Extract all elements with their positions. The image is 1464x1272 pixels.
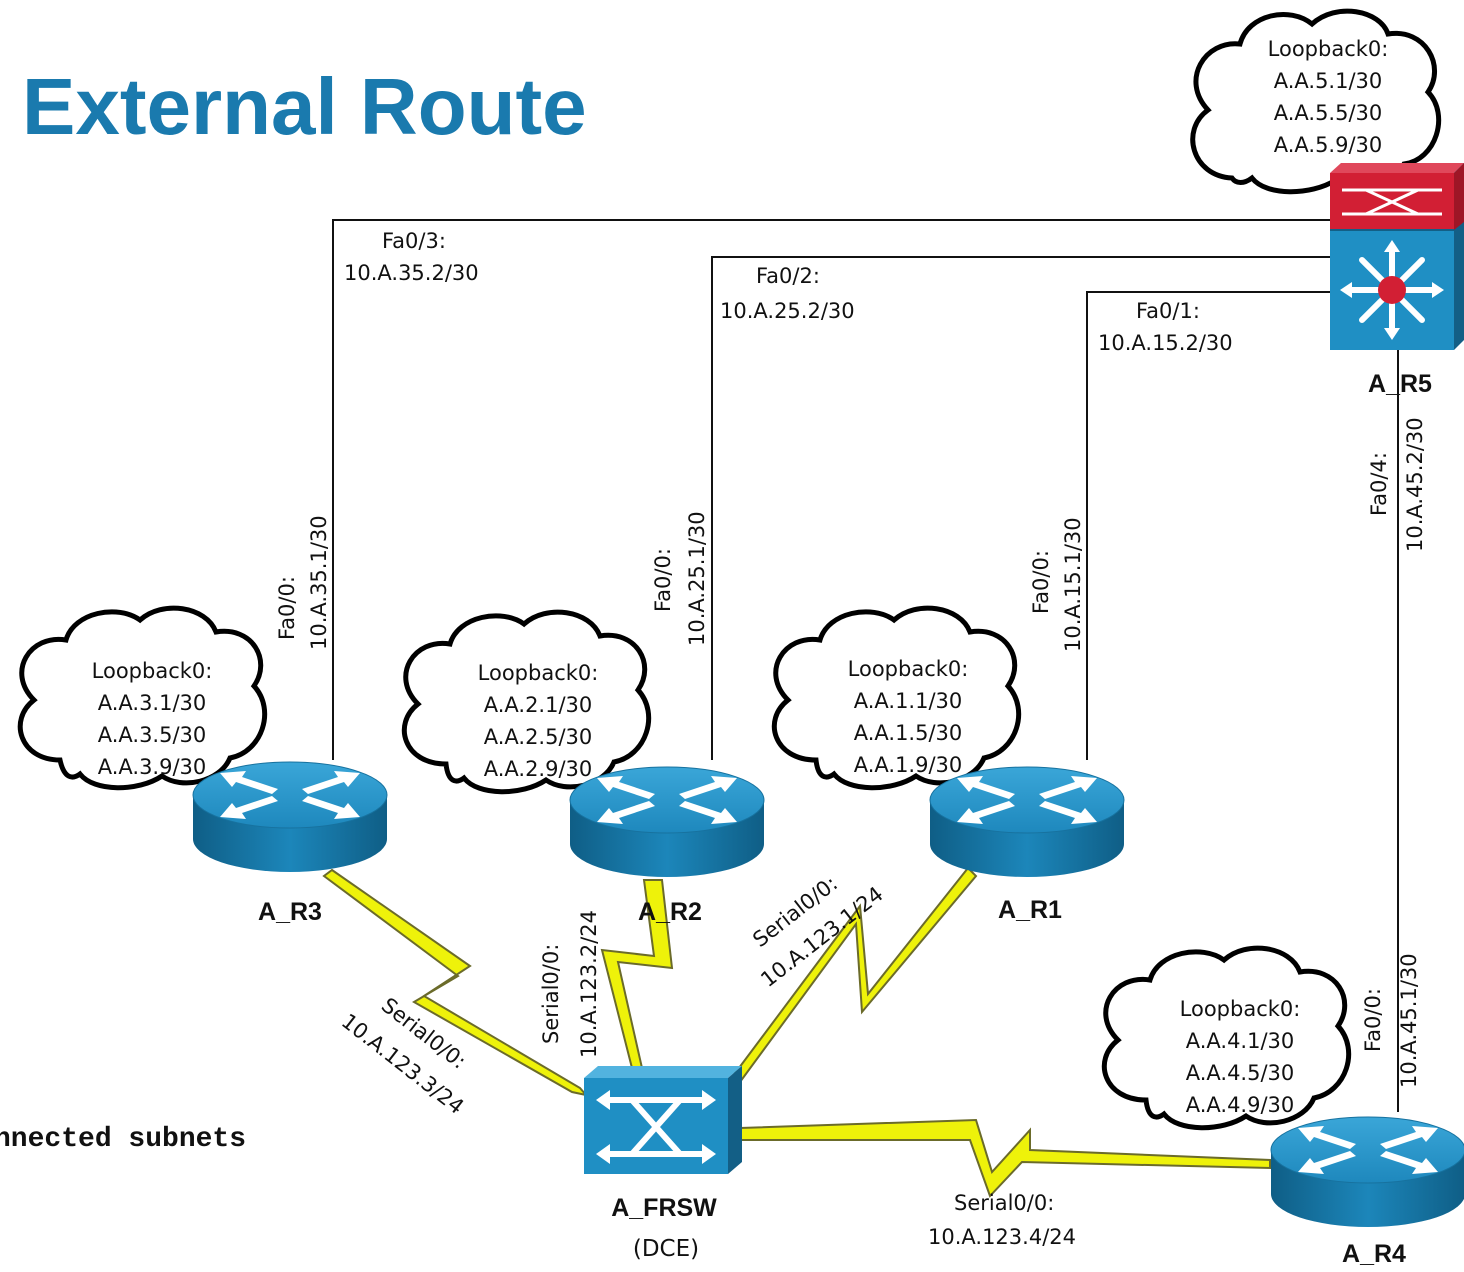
multilayer-switch-icon bbox=[1330, 163, 1464, 350]
device-label-frsw: A_FRSW bbox=[611, 1194, 717, 1222]
r3-loopback-line-2: A.A.3.1/30 bbox=[98, 691, 207, 715]
device-sublabel-frsw: (DCE) bbox=[633, 1236, 699, 1262]
link-r5-r1 bbox=[1086, 291, 1330, 760]
r1-loopback-line-4: A.A.1.9/30 bbox=[854, 753, 963, 777]
loopback-cloud-r2: Loopback0: A.A.2.1/30 A.A.2.5/30 A.A.2.9… bbox=[401, 609, 652, 795]
r5-fa04-ip: 10.A.45.2/30 bbox=[1403, 417, 1427, 552]
link-r5-r2 bbox=[711, 256, 1330, 760]
frame-relay-switch-icon bbox=[584, 1066, 742, 1174]
r3-loopback-line-4: A.A.3.9/30 bbox=[98, 755, 207, 779]
link-r5-r3 bbox=[332, 219, 1330, 760]
r4-loopback-line-2: A.A.4.1/30 bbox=[1186, 1029, 1295, 1053]
r1-loopback-line-3: A.A.1.5/30 bbox=[854, 721, 963, 745]
router-icon bbox=[569, 766, 765, 878]
serial-links bbox=[322, 866, 1271, 1198]
r1-loopback-line-2: A.A.1.1/30 bbox=[854, 689, 963, 713]
router-icon bbox=[1270, 1116, 1464, 1228]
r5-loopback-line-3: A.A.5.5/30 bbox=[1274, 101, 1383, 125]
r5-loopback-line-4: A.A.5.9/30 bbox=[1274, 133, 1383, 157]
r2-loopback-line-3: A.A.2.5/30 bbox=[484, 725, 593, 749]
router-icon bbox=[192, 761, 388, 873]
r3-loopback-line-3: A.A.3.5/30 bbox=[98, 723, 207, 747]
device-label-r2: A_R2 bbox=[638, 898, 702, 926]
r2-fa00-label: Fa0/0: bbox=[651, 548, 675, 612]
r2-serial-ip: 10.A.123.2/24 bbox=[577, 910, 601, 1058]
r5-fa03-label: Fa0/3: bbox=[382, 229, 446, 253]
r4-serial-label: Serial0/0: bbox=[954, 1191, 1054, 1215]
r5-fa01-ip: 10.A.15.2/30 bbox=[1098, 331, 1233, 355]
r4-loopback-line-3: A.A.4.5/30 bbox=[1186, 1061, 1295, 1085]
r3-loopback-line-1: Loopback0: bbox=[92, 659, 213, 683]
r2-serial-label: Serial0/0: bbox=[539, 944, 563, 1044]
r5-fa02-label: Fa0/2: bbox=[756, 264, 820, 288]
r5-fa02-ip: 10.A.25.2/30 bbox=[720, 299, 855, 323]
r4-fa00-ip: 10.A.45.1/30 bbox=[1397, 953, 1421, 1088]
device-label-r3: A_R3 bbox=[258, 898, 322, 926]
r5-fa04-label: Fa0/4: bbox=[1367, 452, 1391, 516]
loopback-cloud-r3: Loopback0: A.A.3.1/30 A.A.3.5/30 A.A.3.9… bbox=[17, 605, 268, 791]
device-label-r5: A_R5 bbox=[1368, 370, 1432, 398]
r5-fa03-ip: 10.A.35.2/30 bbox=[344, 261, 479, 285]
ethernet-links bbox=[332, 219, 1399, 1112]
r1-fa00-ip: 10.A.15.1/30 bbox=[1061, 517, 1085, 652]
serial-bolt-r3 bbox=[322, 868, 589, 1097]
r5-loopback-line-1: Loopback0: bbox=[1268, 37, 1389, 61]
slide-title: External Route bbox=[22, 62, 587, 151]
r3-fa00-ip: 10.A.35.1/30 bbox=[307, 515, 331, 650]
device-label-r4: A_R4 bbox=[1342, 1240, 1406, 1268]
router-icon bbox=[929, 766, 1125, 878]
cropped-body-text: nnected subnets bbox=[0, 1124, 246, 1155]
r2-loopback-line-1: Loopback0: bbox=[478, 661, 599, 685]
r4-loopback-line-4: A.A.4.9/30 bbox=[1186, 1093, 1295, 1117]
r2-loopback-line-4: A.A.2.9/30 bbox=[484, 757, 593, 781]
r3-fa00-label: Fa0/0: bbox=[275, 576, 299, 640]
serial-bolt-r4 bbox=[739, 1118, 1271, 1198]
r2-loopback-line-2: A.A.2.1/30 bbox=[484, 693, 593, 717]
r5-fa01-label: Fa0/1: bbox=[1136, 299, 1200, 323]
r4-loopback-line-1: Loopback0: bbox=[1180, 997, 1301, 1021]
r2-fa00-ip: 10.A.25.1/30 bbox=[685, 511, 709, 646]
r1-fa00-label: Fa0/0: bbox=[1029, 550, 1053, 614]
loopback-cloud-r5: Loopback0: A.A.5.1/30 A.A.5.5/30 A.A.5.9… bbox=[1190, 8, 1442, 195]
device-label-r1: A_R1 bbox=[998, 896, 1062, 924]
r4-serial-ip: 10.A.123.4/24 bbox=[928, 1225, 1076, 1249]
r1-loopback-line-1: Loopback0: bbox=[848, 657, 969, 681]
loopback-cloud-r1: Loopback0: A.A.1.1/30 A.A.1.5/30 A.A.1.9… bbox=[771, 605, 1022, 791]
r4-fa00-label: Fa0/0: bbox=[1361, 988, 1385, 1052]
loopback-cloud-r4: Loopback0: A.A.4.1/30 A.A.4.5/30 A.A.4.9… bbox=[1101, 945, 1352, 1131]
r5-loopback-line-2: A.A.5.1/30 bbox=[1274, 69, 1383, 93]
